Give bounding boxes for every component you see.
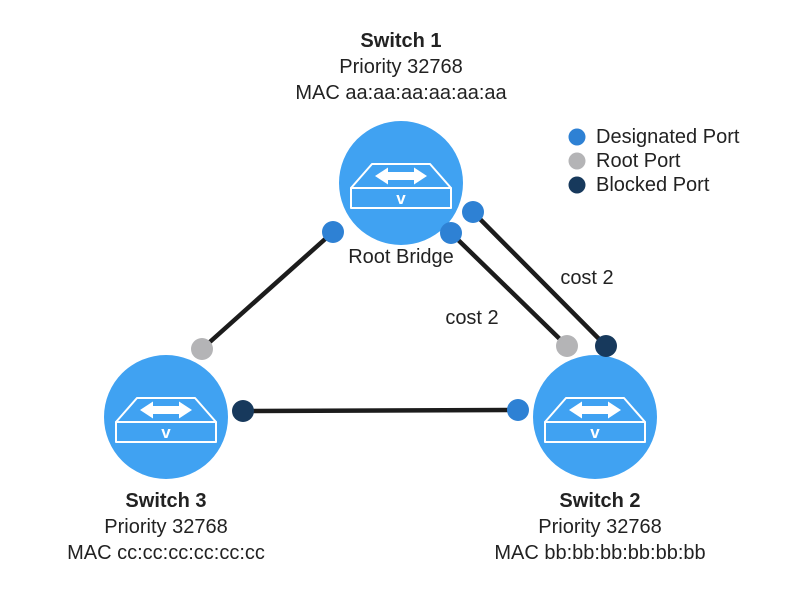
legend-item-blocked-port: Blocked Port [568, 173, 739, 196]
legend-label-root-port: Root Port [596, 149, 681, 172]
link-switch1-switch3 [199, 229, 336, 352]
switch3-label: Switch 3 Priority 32768 MAC cc:cc:cc:cc:… [16, 488, 316, 566]
legend-label-designated-port: Designated Port [596, 125, 740, 148]
legend-item-designated-port: Designated Port [568, 125, 740, 148]
root-bridge-label: Root Bridge [348, 246, 454, 268]
switch3-node [104, 355, 228, 479]
designated-port-icon [568, 128, 586, 146]
switch1-priority: Priority 32768 [339, 56, 463, 78]
legend: Designated Port Root Port Blocked Port [568, 125, 740, 200]
port-switch1-right-lower-designated [440, 222, 462, 244]
switch3-mac: MAC cc:cc:cc:cc:cc:cc [67, 542, 265, 564]
switch2-name: Switch 2 [559, 490, 641, 512]
port-switch2-top-root [556, 335, 578, 357]
switch1-name: Switch 1 [360, 30, 442, 52]
port-switch1-right-upper-designated [462, 201, 484, 223]
switch2-label: Switch 2 Priority 32768 MAC bb:bb:bb:bb:… [450, 488, 750, 566]
cost-label-upper: cost 2 [560, 267, 614, 289]
switch1-node [339, 121, 463, 245]
switch1-mac: MAC aa:aa:aa:aa:aa:aa [295, 82, 507, 104]
legend-label-blocked-port: Blocked Port [596, 173, 710, 196]
legend-item-root-port: Root Port [568, 149, 739, 172]
port-switch1-left-designated [322, 221, 344, 243]
switch2-node [533, 355, 657, 479]
blocked-port-icon [568, 176, 586, 194]
switch3-name: Switch 3 [125, 490, 207, 512]
port-switch3-right-blocked [232, 400, 254, 422]
link-switch1-switch2-outer [470, 209, 609, 349]
switch1-label: Switch 1 Priority 32768 MAC aa:aa:aa:aa:… [220, 28, 582, 106]
switch2-mac: MAC bb:bb:bb:bb:bb:bb [494, 542, 706, 564]
links [199, 209, 609, 414]
port-switch3-top-root [191, 338, 213, 360]
root-port-icon [568, 152, 586, 170]
link-switch1-switch2-inner [448, 230, 570, 349]
cost-label-lower: cost 2 [445, 307, 499, 329]
switch3-priority: Priority 32768 [104, 516, 228, 538]
port-switch2-top-blocked [595, 335, 617, 357]
link-switch3-switch2 [240, 407, 521, 414]
port-switch2-left-designated [507, 399, 529, 421]
switch2-priority: Priority 32768 [538, 516, 662, 538]
